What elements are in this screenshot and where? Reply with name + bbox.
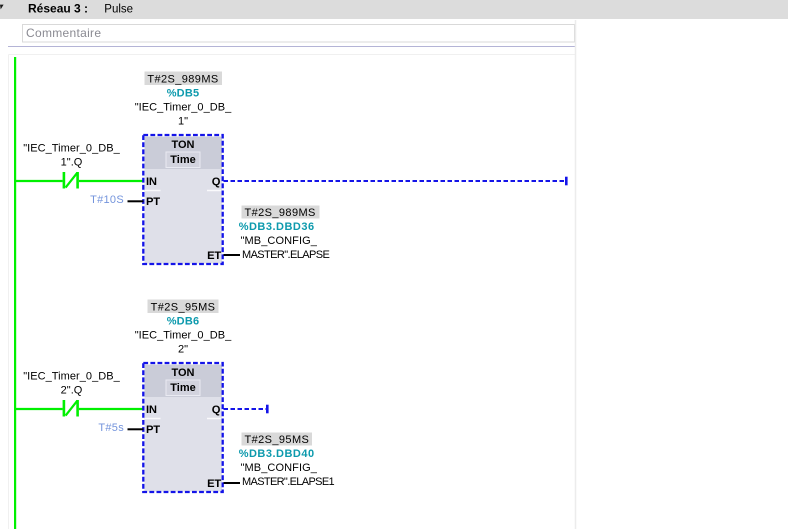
svg-text:PT: PT (146, 424, 160, 436)
svg-text:T#10S: T#10S (90, 194, 124, 206)
svg-text:IN: IN (146, 404, 157, 416)
svg-text:T#2S_95MS: T#2S_95MS (151, 302, 216, 314)
svg-text:%DB5: %DB5 (167, 88, 200, 100)
svg-text:%DB6: %DB6 (167, 316, 200, 328)
svg-text:TON: TON (171, 367, 194, 379)
svg-text:T#2S_989MS: T#2S_989MS (245, 207, 316, 219)
svg-text:1".Q: 1".Q (61, 157, 83, 169)
svg-text:1": 1" (178, 116, 188, 128)
svg-text:"MB_CONFIG_: "MB_CONFIG_ (241, 462, 318, 474)
svg-text:Q: Q (212, 404, 221, 416)
svg-text:"IEC_Timer_0_DB_: "IEC_Timer_0_DB_ (23, 371, 120, 383)
svg-text:%DB3.DBD36: %DB3.DBD36 (239, 221, 315, 233)
svg-text:ET: ET (207, 478, 221, 490)
svg-text:IN: IN (146, 176, 157, 188)
svg-text:Q: Q (212, 176, 221, 188)
svg-text:T#5s: T#5s (98, 422, 124, 434)
svg-text:Commentaire: Commentaire (26, 26, 101, 40)
svg-text:"IEC_Timer_0_DB_: "IEC_Timer_0_DB_ (135, 102, 232, 114)
svg-text:Time: Time (170, 382, 195, 394)
svg-text:"IEC_Timer_0_DB_: "IEC_Timer_0_DB_ (135, 330, 232, 342)
svg-text:ET: ET (207, 250, 221, 262)
svg-text:"IEC_Timer_0_DB_: "IEC_Timer_0_DB_ (23, 143, 120, 155)
svg-text:PT: PT (146, 196, 160, 208)
svg-text:Time: Time (170, 154, 195, 166)
svg-text:Pulse: Pulse (104, 4, 133, 16)
svg-text:MASTER".ELAPSE: MASTER".ELAPSE (242, 249, 329, 261)
svg-text:2".Q: 2".Q (61, 385, 83, 397)
svg-text:"MB_CONFIG_: "MB_CONFIG_ (241, 235, 318, 247)
svg-text:TON: TON (171, 139, 194, 151)
svg-text:Réseau 3 :: Réseau 3 : (28, 2, 88, 16)
svg-text:MASTER".ELAPSE1: MASTER".ELAPSE1 (242, 476, 335, 488)
svg-text:T#2S_989MS: T#2S_989MS (147, 74, 218, 86)
svg-text:%DB3.DBD40: %DB3.DBD40 (239, 448, 315, 460)
svg-text:2": 2" (178, 344, 188, 356)
svg-text:T#2S_95MS: T#2S_95MS (245, 434, 310, 446)
